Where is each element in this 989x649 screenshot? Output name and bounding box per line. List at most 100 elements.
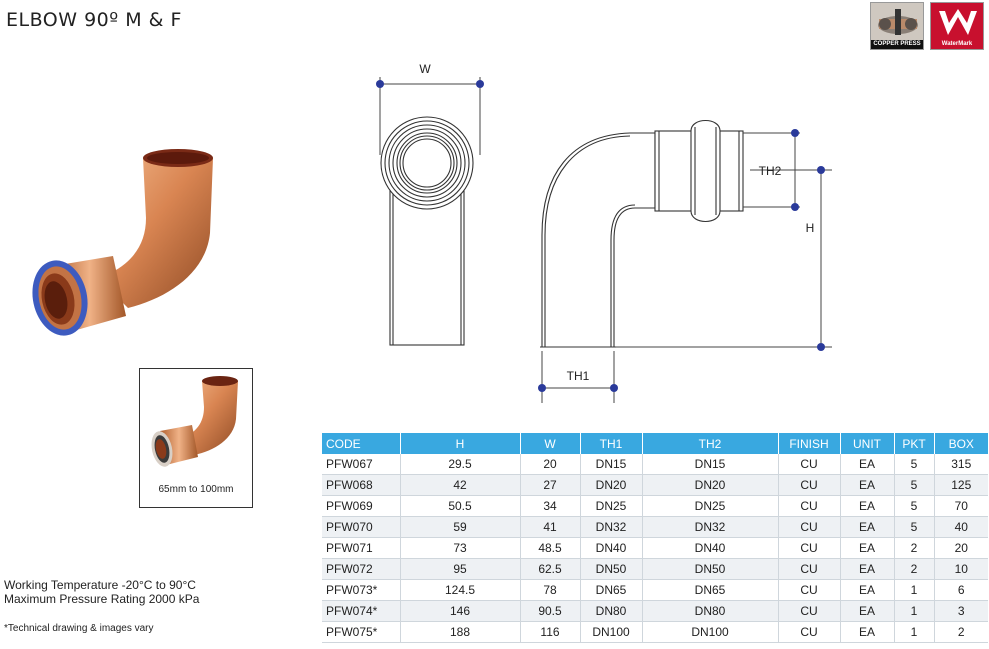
table-cell-th2: DN40 [642,537,779,559]
table-cell-w: 78 [520,579,581,601]
table-cell-code: PFW069 [322,495,401,517]
table-cell-pkt: 5 [894,516,935,538]
watermark-icon [931,3,983,43]
table-cell-finish: CU [778,454,841,475]
table-cell-finish: CU [778,474,841,496]
table-cell-unit: EA [840,495,895,517]
watermark-caption: WaterMark [931,40,983,49]
table-cell-box: 6 [934,579,988,601]
table-cell-pkt: 2 [894,537,935,559]
column-header-code: CODE [322,433,401,454]
table-cell-h: 42 [400,474,521,496]
table-cell-th1: DN20 [580,474,643,496]
table-cell-w: 48.5 [520,537,581,559]
table-cell-unit: EA [840,454,895,475]
column-header-h: H [400,433,521,454]
table-cell-th1: DN15 [580,454,643,475]
elbow-product-photo [18,138,238,358]
table-cell-th2: DN50 [642,558,779,580]
page-title: ELBOW 90º M & F [6,9,182,31]
column-header-pkt: PKT [894,433,935,454]
table-cell-code: PFW070 [322,516,401,538]
table-cell-box: 3 [934,600,988,622]
table-cell-box: 2 [934,621,988,643]
table-cell-unit: EA [840,621,895,643]
table-cell-w: 27 [520,474,581,496]
table-cell-w: 34 [520,495,581,517]
spec-block: Working Temperature -20°C to 90°C Maximu… [4,578,199,606]
table-cell-w: 41 [520,516,581,538]
table-cell-h: 50.5 [400,495,521,517]
table-cell-th1: DN32 [580,516,643,538]
table-cell-h: 95 [400,558,521,580]
column-header-unit: UNIT [840,433,895,454]
column-header-w: W [520,433,581,454]
table-cell-pkt: 1 [894,579,935,601]
table-cell-box: 315 [934,454,988,475]
table-cell-th1: DN50 [580,558,643,580]
table-cell-th2: DN32 [642,516,779,538]
table-cell-th2: DN80 [642,600,779,622]
table-cell-unit: EA [840,579,895,601]
column-header-box: BOX [934,433,988,454]
size-variant-photo [151,376,238,467]
table-cell-box: 40 [934,516,988,538]
table-cell-code: PFW075* [322,621,401,643]
table-cell-h: 73 [400,537,521,559]
table-cell-h: 124.5 [400,579,521,601]
table-cell-finish: CU [778,516,841,538]
table-cell-finish: CU [778,495,841,517]
table-cell-box: 20 [934,537,988,559]
table-cell-code: PFW072 [322,558,401,580]
dim-label-th1: TH1 [567,369,590,383]
table-cell-th1: DN65 [580,579,643,601]
table-cell-box: 125 [934,474,988,496]
technical-note: *Technical drawing & images vary [4,623,154,634]
table-cell-th1: DN25 [580,495,643,517]
size-variant-photo-box: 65mm to 100mm [139,368,253,508]
table-cell-finish: CU [778,600,841,622]
table-cell-unit: EA [840,474,895,496]
table-cell-pkt: 1 [894,600,935,622]
working-temperature: Working Temperature -20°C to 90°C [4,578,196,592]
table-cell-unit: EA [840,516,895,538]
table-cell-h: 146 [400,600,521,622]
table-cell-w: 116 [520,621,581,643]
table-cell-th1: DN40 [580,537,643,559]
table-cell-th2: DN65 [642,579,779,601]
table-cell-code: PFW074* [322,600,401,622]
column-header-finish: FINISH [778,433,841,454]
technical-drawing: W TH2 H TH1 [376,62,832,403]
table-cell-pkt: 5 [894,454,935,475]
table-cell-unit: EA [840,537,895,559]
table-cell-code: PFW067 [322,454,401,475]
watermark-logo: WaterMark [930,2,984,50]
max-pressure-rating: Maximum Pressure Rating 2000 kPa [4,592,200,606]
table-cell-th2: DN20 [642,474,779,496]
table-cell-w: 62.5 [520,558,581,580]
table-cell-h: 188 [400,621,521,643]
table-cell-finish: CU [778,579,841,601]
table-cell-finish: CU [778,558,841,580]
table-cell-th2: DN25 [642,495,779,517]
table-cell-box: 10 [934,558,988,580]
dim-label-h: H [806,221,815,235]
copper-press-icon [871,3,923,43]
table-cell-w: 90.5 [520,600,581,622]
copper-press-caption: COPPER PRESS [871,40,923,49]
table-cell-w: 20 [520,454,581,475]
dim-label-th2: TH2 [759,164,782,178]
table-cell-h: 29.5 [400,454,521,475]
copper-press-logo: COPPER PRESS [870,2,924,50]
column-header-th1: TH1 [580,433,643,454]
